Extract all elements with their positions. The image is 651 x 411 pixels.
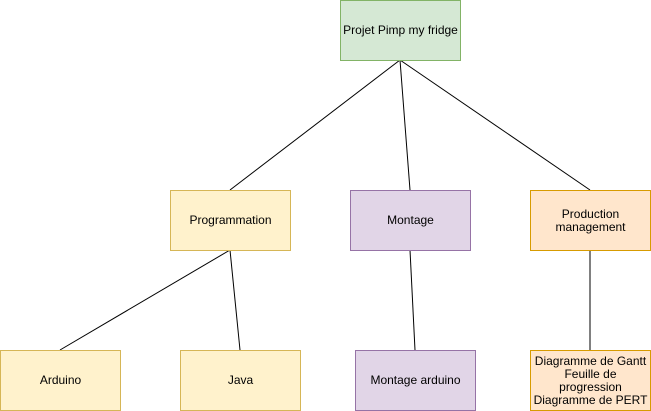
node-montage-arduino[interactable]: Montage arduino <box>355 350 476 411</box>
node-production-management[interactable]: Production management <box>530 190 651 251</box>
node-label: Arduino <box>39 373 82 387</box>
edge-programmation-java <box>229 249 241 351</box>
node-diagrams[interactable]: Diagramme de Gantt Feuille de progressio… <box>530 350 651 411</box>
node-label: Projet Pimp my fridge <box>343 23 458 37</box>
edge-montage-montage-arduino <box>409 249 416 351</box>
node-java[interactable]: Java <box>180 350 301 411</box>
node-label: Montage arduino <box>370 373 461 387</box>
node-montage[interactable]: Montage <box>350 190 471 251</box>
node-arduino[interactable]: Arduino <box>0 350 121 411</box>
node-label: Programmation <box>189 213 272 227</box>
node-label: Montage <box>387 213 434 227</box>
node-label: Diagramme de Gantt Feuille de progressio… <box>533 353 648 407</box>
node-label: Production management <box>555 206 626 234</box>
node-projet-pimp-my-fridge[interactable]: Projet Pimp my fridge <box>340 0 461 61</box>
edge-root-production <box>399 59 591 191</box>
node-label: Java <box>227 373 254 387</box>
node-programmation[interactable]: Programmation <box>170 190 291 251</box>
edge-root-montage <box>399 59 411 191</box>
edge-root-programmation <box>229 59 401 191</box>
edge-programmation-arduino <box>59 249 231 351</box>
